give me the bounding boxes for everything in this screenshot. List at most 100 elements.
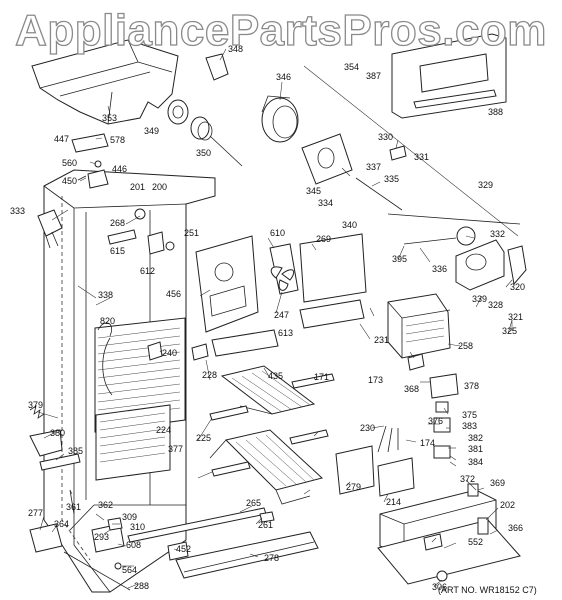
- callout-320: 320: [510, 282, 525, 292]
- callout-349: 349: [144, 126, 159, 136]
- callout-231: 231: [374, 335, 389, 345]
- callout-552: 552: [468, 537, 483, 547]
- callout-335: 335: [384, 174, 399, 184]
- callout-608: 608: [126, 540, 141, 550]
- callout-578: 578: [110, 135, 125, 145]
- callout-383: 383: [462, 421, 477, 431]
- callout-332: 332: [490, 229, 505, 239]
- callout-564: 564: [122, 565, 137, 575]
- callout-251: 251: [184, 228, 199, 238]
- part-362: [467, 483, 479, 497]
- callout-385: 385: [68, 446, 83, 456]
- auger-motor: [167, 99, 243, 167]
- callout-279: 279: [346, 482, 361, 492]
- callout-560: 560: [62, 158, 77, 168]
- callout-348: 348: [228, 44, 243, 54]
- callout-293: 293: [94, 532, 109, 542]
- callout-456: 456: [166, 289, 181, 299]
- callout-228: 228: [202, 370, 217, 380]
- bar-225: [29, 429, 63, 457]
- bracket-345: [301, 133, 353, 185]
- callout-200: 200: [152, 182, 167, 192]
- callout-240: 240: [162, 348, 177, 358]
- ice-bucket: [31, 39, 179, 125]
- callout-446: 446: [112, 164, 127, 174]
- callout-328: 328: [488, 300, 503, 310]
- callout-368: 368: [404, 384, 419, 394]
- callout-224: 224: [156, 425, 171, 435]
- callout-225: 225: [196, 433, 211, 443]
- shroud-231: [211, 329, 279, 357]
- callout-353: 353: [102, 113, 117, 123]
- callout-375: 375: [462, 410, 477, 420]
- callout-336: 336: [432, 264, 447, 274]
- callout-214: 214: [386, 497, 401, 507]
- callout-171: 171: [314, 372, 329, 382]
- callout-306: 306: [432, 582, 447, 592]
- part-364: [477, 517, 489, 535]
- callout-258: 258: [458, 341, 473, 351]
- fan-blade-613: [270, 266, 295, 291]
- callout-364: 364: [54, 519, 69, 529]
- callout-362: 362: [98, 500, 113, 510]
- callout-261: 261: [258, 520, 273, 530]
- part-368: [407, 353, 425, 371]
- callout-372: 372: [460, 474, 475, 484]
- control-box-360: [377, 489, 521, 585]
- callout-366: 366: [508, 523, 523, 533]
- callout-354: 354: [344, 62, 359, 72]
- callout-610: 610: [270, 228, 285, 238]
- part-435: [191, 343, 209, 361]
- callout-381: 381: [468, 444, 483, 454]
- callout-350: 350: [196, 148, 211, 158]
- callout-337: 337: [366, 162, 381, 172]
- callout-380: 380: [50, 428, 65, 438]
- callout-361: 361: [66, 502, 81, 512]
- callout-615: 615: [110, 246, 125, 256]
- callout-247: 247: [274, 310, 289, 320]
- callout-173: 173: [368, 375, 383, 385]
- callout-269: 269: [316, 234, 331, 244]
- callout-450: 450: [62, 176, 77, 186]
- tube-269: [269, 243, 299, 295]
- callout-387: 387: [366, 71, 381, 81]
- box-369: [377, 457, 415, 497]
- cover-258: [299, 299, 365, 329]
- wire-harness-268: [37, 209, 63, 249]
- valve-stack: [429, 373, 459, 459]
- callout-338: 338: [98, 290, 113, 300]
- shelf-rail-174: [209, 405, 251, 477]
- callout-265: 265: [246, 498, 261, 508]
- evaporator-coil: [94, 317, 186, 481]
- callout-613: 613: [278, 328, 293, 338]
- callout-331: 331: [414, 152, 429, 162]
- callout-309: 309: [122, 512, 137, 522]
- callout-435: 435: [268, 371, 283, 381]
- ice-maker-820: [387, 293, 451, 359]
- bar-279: [39, 453, 81, 471]
- basket-211: [209, 429, 324, 505]
- box-372: [335, 445, 375, 495]
- bracket-348: [205, 53, 229, 81]
- part-228: [147, 341, 163, 361]
- callout-612: 612: [140, 266, 155, 276]
- callout-452: 452: [176, 544, 191, 554]
- callout-339: 339: [472, 294, 487, 304]
- fan-shroud-247: [195, 235, 259, 333]
- callout-395: 395: [392, 254, 407, 264]
- callout-376: 376: [428, 416, 443, 426]
- callout-377: 377: [168, 444, 183, 454]
- callout-384: 384: [468, 457, 483, 467]
- callout-340: 340: [342, 220, 357, 230]
- callout-310: 310: [130, 522, 145, 532]
- callout-382: 382: [468, 433, 483, 443]
- callout-334: 334: [318, 198, 333, 208]
- callout-321: 321: [508, 312, 523, 322]
- grille-288: [175, 531, 319, 579]
- callout-202: 202: [500, 500, 515, 510]
- callout-330: 330: [378, 132, 393, 142]
- clip-331: [389, 145, 407, 161]
- callout-325: 325: [502, 326, 517, 336]
